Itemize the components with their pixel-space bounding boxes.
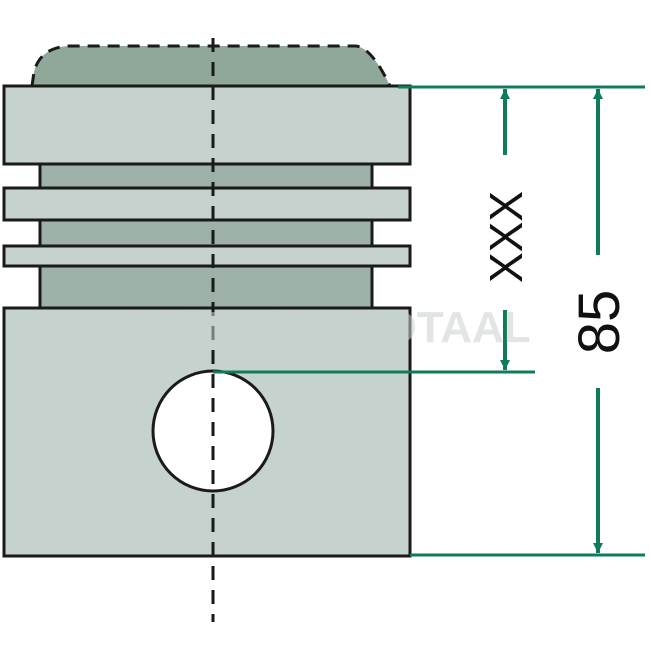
ring-groove-2 [38,218,374,248]
watermark: TECHNIEK TOTAAL [119,303,530,352]
piston-crown [30,44,393,88]
ring-land-2 [2,244,412,268]
piston-top-land [2,84,412,166]
ring-land-1 [2,186,412,222]
ring-groove-1 [38,162,374,190]
ring-groove-3 [38,264,374,310]
total-height-label: 85 [567,290,632,355]
compression-height-label: XXX [480,191,532,283]
